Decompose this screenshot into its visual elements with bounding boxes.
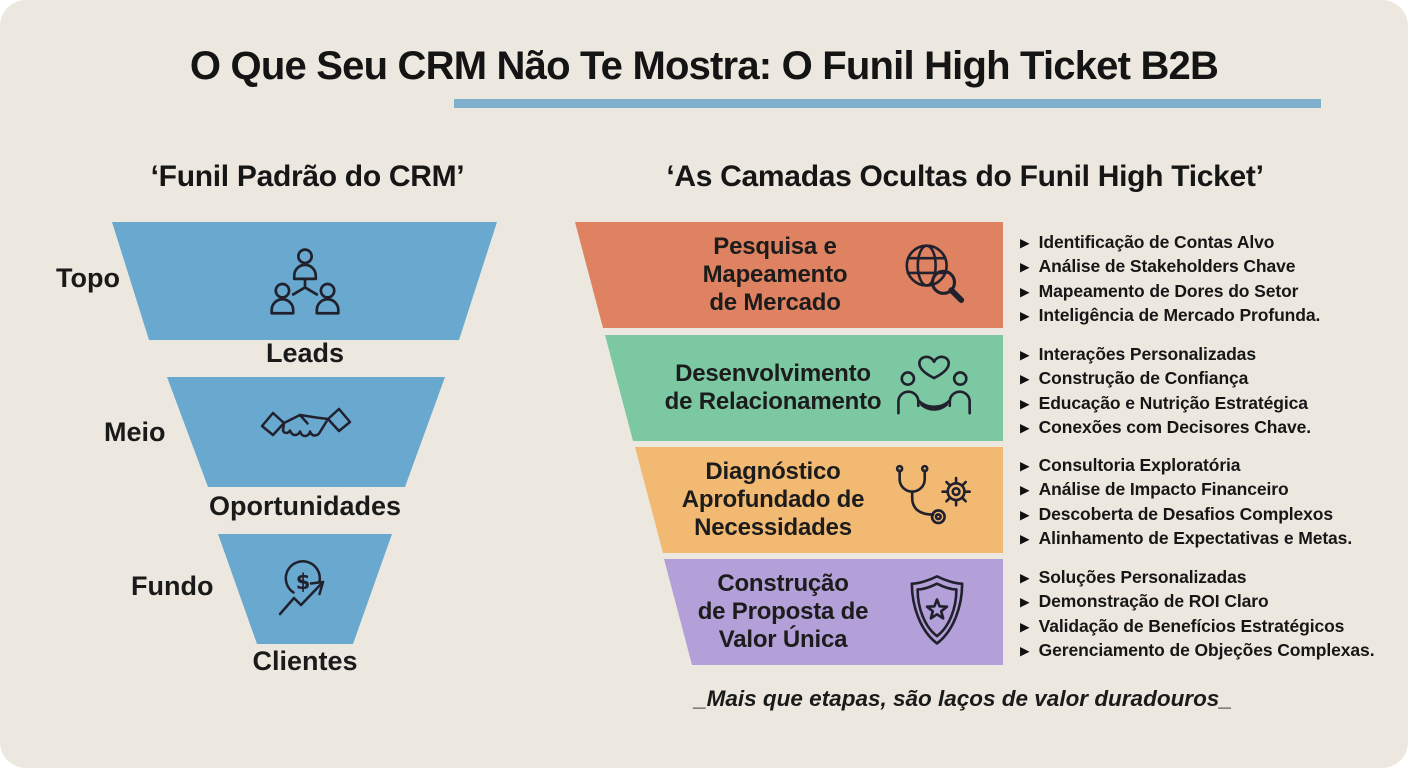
layer-bullets-relacionamento: ▶Interações Personalizadas ▶Construção d… [1020, 343, 1405, 441]
triangle-bullet-icon: ▶ [1020, 348, 1030, 362]
svg-text:$: $ [296, 570, 311, 594]
left-funnel-side-label-fundo: Fundo [131, 571, 214, 601]
layer-title: Desenvolvimento de Relacionamento [664, 360, 882, 415]
right-funnel-layer-pesquisa: Pesquisa e Mapeamento de Mercado [575, 222, 1003, 328]
triangle-bullet-icon: ▶ [1020, 421, 1030, 436]
layer-title: Construção de Proposta de Valor Única [697, 570, 869, 653]
layer-bullets-pesquisa: ▶Identificação de Contas Alvo ▶Análise d… [1020, 231, 1405, 329]
triangle-bullet-icon: ▶ [1020, 619, 1030, 634]
triangle-bullet-icon: ▶ [1020, 507, 1030, 522]
triangle-bullet-icon: ▶ [1020, 284, 1030, 299]
triangle-bullet-icon: ▶ [1020, 595, 1030, 610]
relationship-icon [889, 348, 977, 428]
left-funnel-side-label-topo: Topo [56, 263, 120, 293]
right-funnel-layer-proposta: Construção de Proposta de Valor Única [664, 559, 1003, 665]
layer-title: Pesquisa e Mapeamento de Mercado [702, 233, 848, 316]
left-funnel-stage-label-oportunidades: Oportunidades [208, 491, 401, 521]
left-funnel-stage-label-clientes: Clientes [252, 646, 358, 676]
triangle-bullet-icon: ▶ [1020, 236, 1030, 250]
right-funnel-layer-relacionamento: Desenvolvimento de Relacionamento [605, 335, 1003, 441]
globe-search-icon [889, 231, 977, 319]
title-underline [454, 99, 1321, 108]
handshake-icon [260, 404, 352, 460]
dollar-growth-icon: $ [267, 551, 343, 627]
triangle-bullet-icon: ▶ [1020, 532, 1030, 547]
left-funnel-heading: ‘Funil Padrão do CRM’ [150, 160, 465, 193]
layer-bullets-diagnostico: ▶Consultoria Exploratória ▶Análise de Im… [1020, 454, 1405, 552]
triangle-bullet-icon: ▶ [1020, 372, 1030, 387]
triangle-bullet-icon: ▶ [1020, 571, 1030, 585]
triangle-bullet-icon: ▶ [1020, 644, 1030, 659]
tagline: _Mais que etapas, são laços de valor dur… [694, 686, 1232, 711]
triangle-bullet-icon: ▶ [1020, 260, 1030, 275]
left-funnel-stage-topo [112, 222, 497, 340]
layer-title: Diagnóstico Aprofundado de Necessidades [681, 458, 865, 541]
layer-bullets-proposta: ▶Soluções Personalizadas ▶Demonstração d… [1020, 566, 1405, 664]
left-funnel-stage-label-leads: Leads [265, 338, 345, 368]
triangle-bullet-icon: ▶ [1020, 309, 1030, 324]
right-funnel-layer-diagnostico: Diagnóstico Aprofundado de Necessidades [635, 447, 1003, 553]
left-funnel-stage-meio [167, 377, 445, 487]
triangle-bullet-icon: ▶ [1020, 396, 1030, 411]
left-funnel-stage-fundo: $ [218, 534, 392, 644]
right-funnel-heading: ‘As Camadas Ocultas do Funil High Ticket… [666, 160, 1264, 193]
triangle-bullet-icon: ▶ [1020, 459, 1030, 473]
network-people-icon [262, 244, 348, 318]
stethoscope-gear-icon [885, 458, 977, 542]
left-funnel-side-label-meio: Meio [104, 417, 166, 447]
triangle-bullet-icon: ▶ [1020, 483, 1030, 498]
page-title: O Que Seu CRM Não Te Mostra: O Funil Hig… [189, 44, 1219, 88]
shield-star-icon [897, 568, 977, 656]
